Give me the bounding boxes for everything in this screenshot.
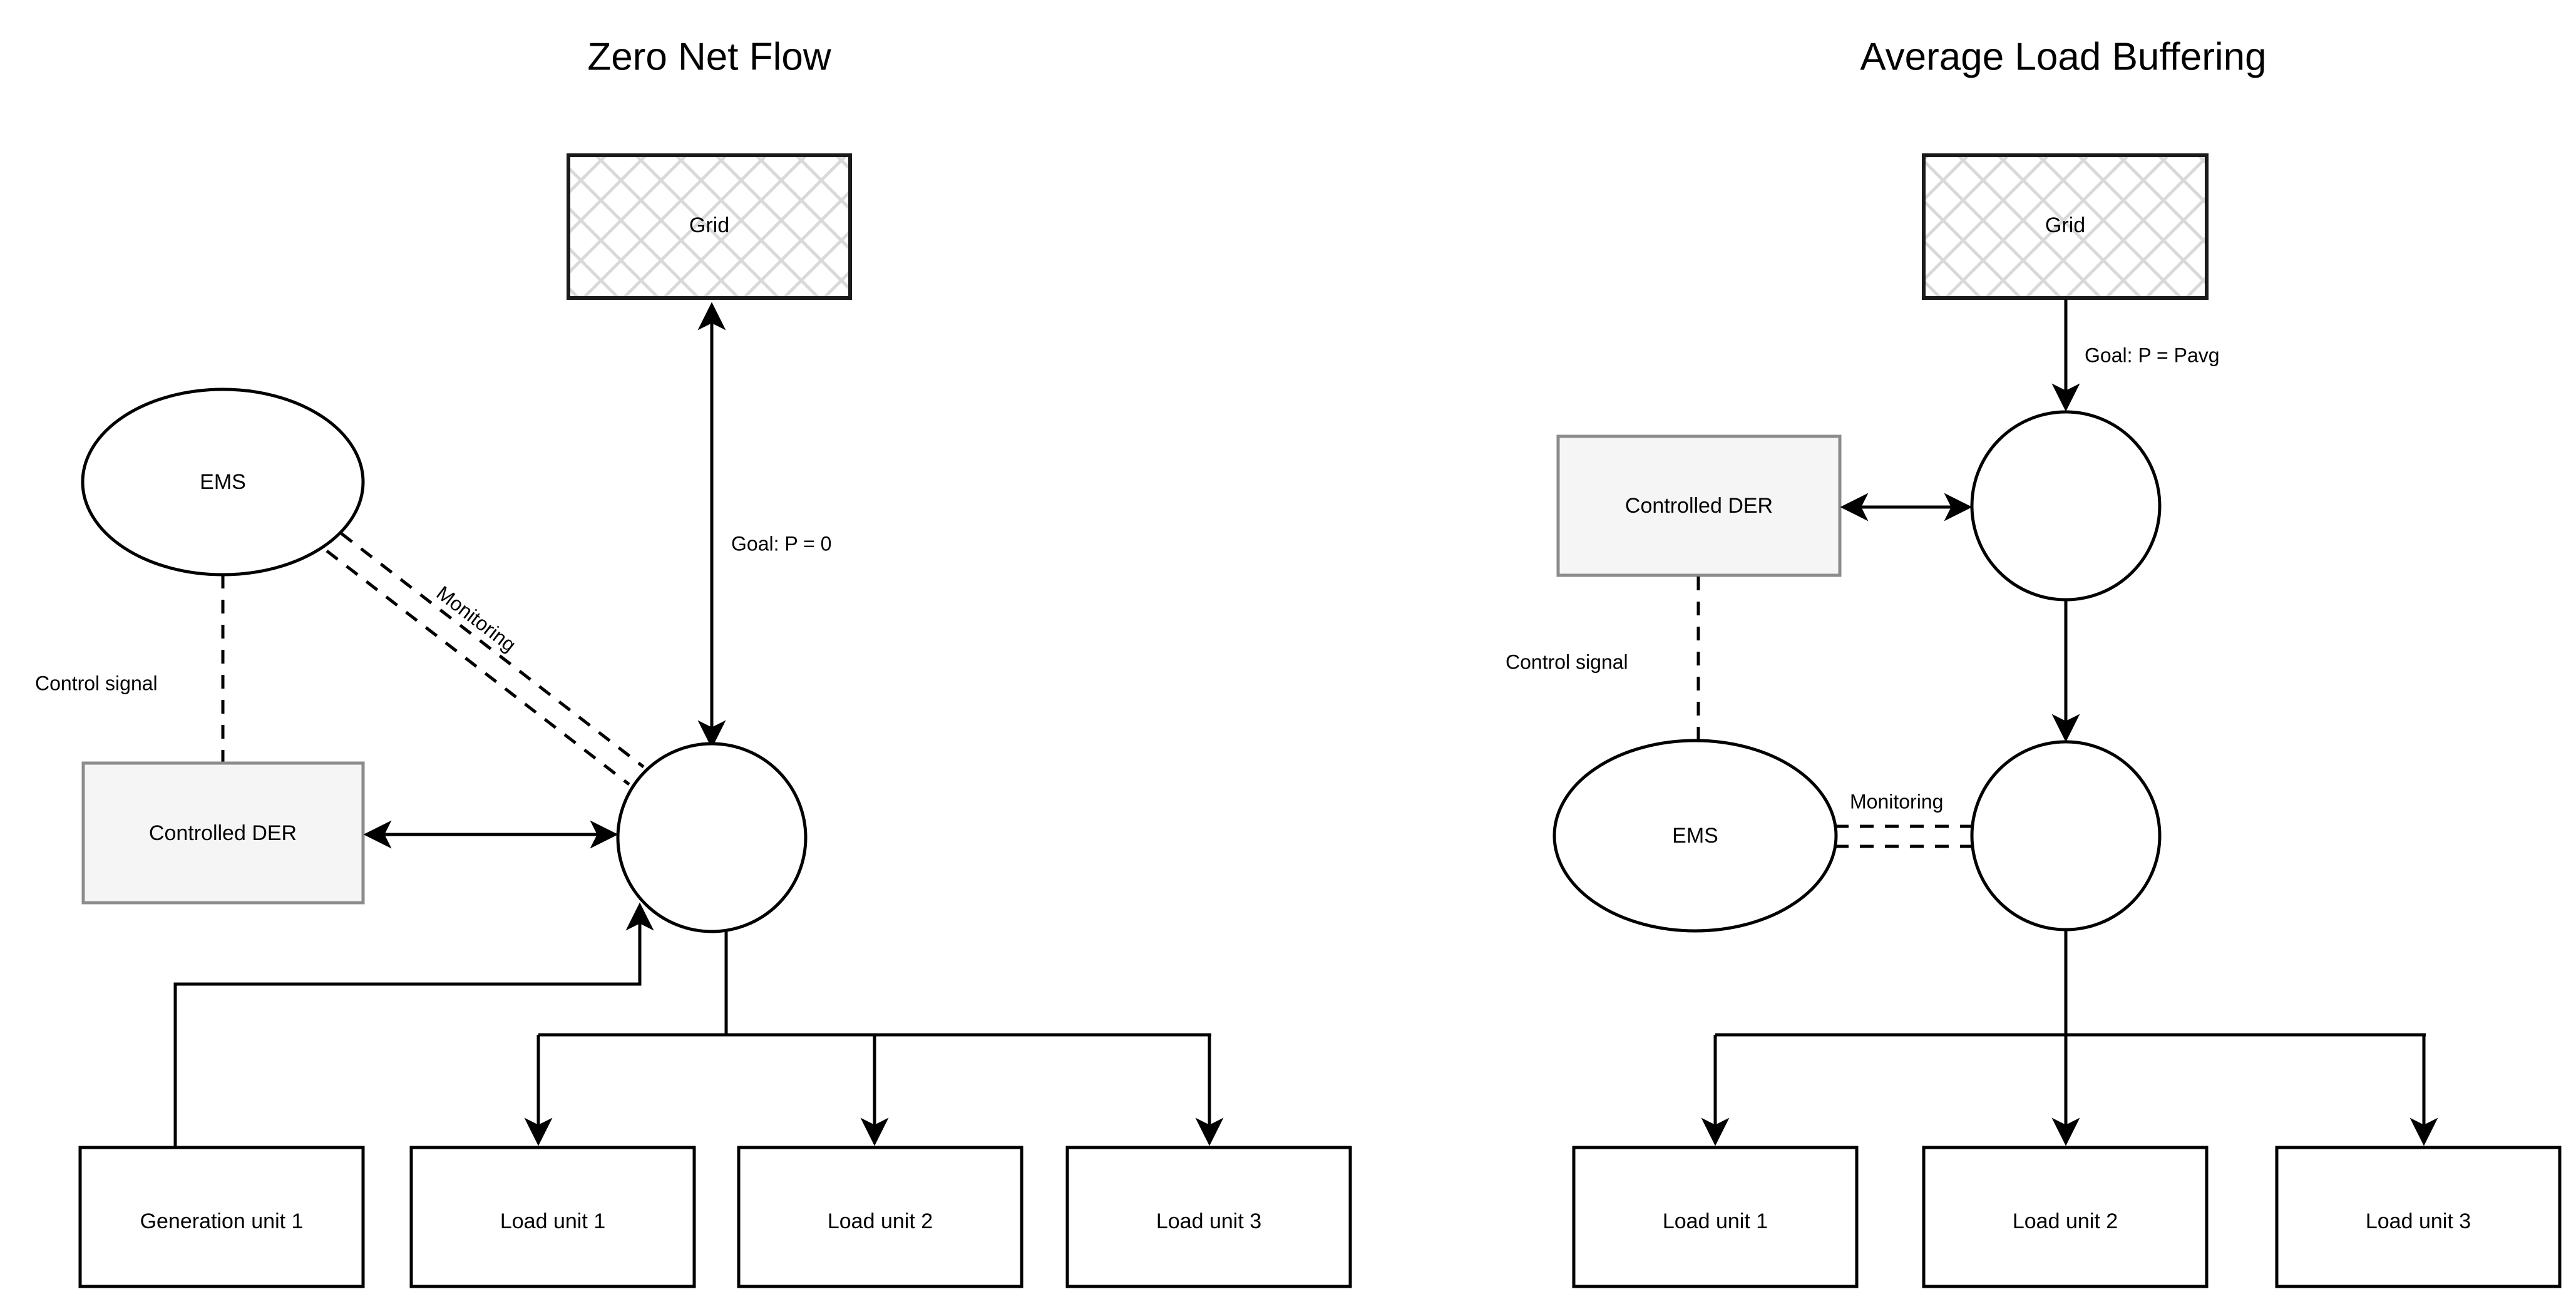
panel-average-load-buffering: Average Load Buffering Grid Goal: P = Pa… [1506,35,2562,1288]
edge-label-goal-left: Goal: P = 0 [731,532,831,555]
load-unit-3-node-right[interactable]: Load unit 3 [2275,1146,2562,1288]
generation-unit-1-label: Generation unit 1 [140,1209,304,1233]
load-unit-1-label-right: Load unit 1 [1663,1209,1768,1233]
controlled-der-label-right: Controlled DER [1625,494,1773,518]
ems-node-right[interactable]: EMS [1552,739,1838,933]
load-unit-1-node-right[interactable]: Load unit 1 [1572,1146,1859,1288]
load-unit-3-label-left: Load unit 3 [1156,1209,1261,1233]
load-unit-2-label-right: Load unit 2 [2013,1209,2118,1233]
controlled-der-node-left[interactable]: Controlled DER [81,761,365,905]
panel-title-right: Average Load Buffering [1860,35,2266,78]
ems-node-left[interactable]: EMS [81,388,365,577]
load-unit-2-node-left[interactable]: Load unit 2 [737,1146,1024,1288]
junction-node-left[interactable] [616,742,808,933]
ems-label-right: EMS [1672,824,1718,848]
edge-label-goal-right: Goal: P = Pavg [2085,344,2220,366]
edge-monitoring-left-a [326,550,630,786]
junction-top-node-right[interactable] [1970,410,2162,602]
edge-label-monitoring-left: Monitoring [433,582,520,657]
load-unit-2-label-left: Load unit 2 [828,1209,933,1233]
panel-title-left: Zero Net Flow [587,35,831,78]
edge-label-control-signal-right: Control signal [1506,650,1628,673]
edge-label-monitoring-right: Monitoring [1850,790,1943,813]
junction-bottom-node-right[interactable] [1970,740,2162,932]
generation-unit-1-node[interactable]: Generation unit 1 [78,1146,365,1288]
grid-node-left[interactable]: Grid [567,153,852,300]
load-unit-1-node-left[interactable]: Load unit 1 [409,1146,696,1288]
edge-monitoring-left-b [340,532,645,768]
load-unit-1-label-left: Load unit 1 [500,1209,605,1233]
load-unit-3-node-left[interactable]: Load unit 3 [1065,1146,1352,1288]
grid-label-left: Grid [689,213,729,237]
load-unit-3-label-right: Load unit 3 [2366,1209,2471,1233]
edge-label-control-signal-left: Control signal [35,672,158,694]
grid-label-right: Grid [2045,213,2085,237]
controlled-der-label-left: Controlled DER [149,821,297,845]
load-unit-2-node-right[interactable]: Load unit 2 [1922,1146,2209,1288]
grid-node-right[interactable]: Grid [1922,153,2209,300]
panel-zero-net-flow: Zero Net Flow Grid Goal: P = 0 EMS Contr… [35,35,1352,1288]
ems-label-left: EMS [200,470,246,494]
edge-generation-junction-left [173,902,654,1147]
controlled-der-node-right[interactable]: Controlled DER [1556,434,1842,577]
